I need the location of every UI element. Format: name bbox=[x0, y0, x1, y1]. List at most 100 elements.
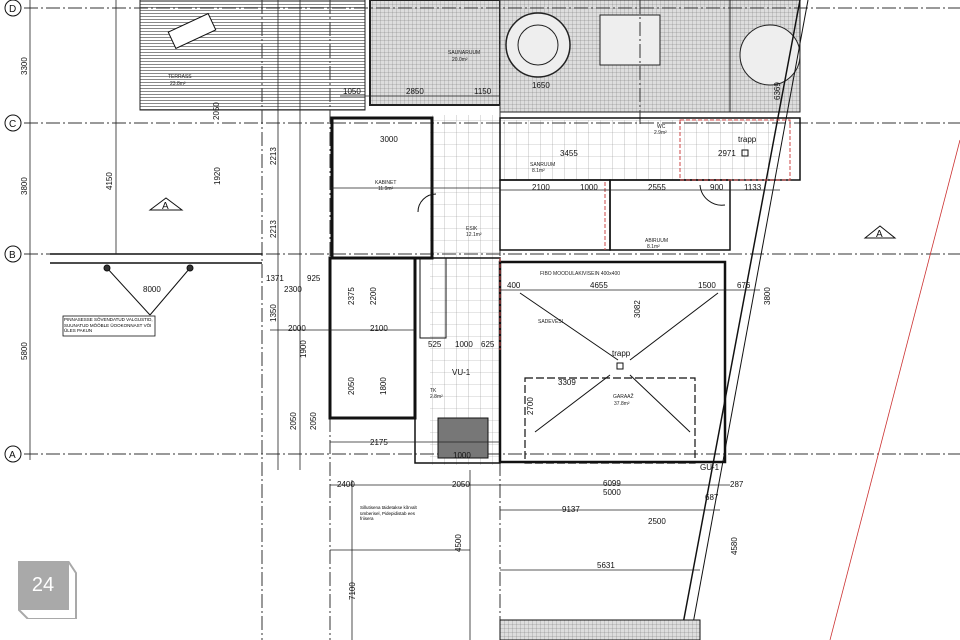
dimension-label: 1371 bbox=[266, 274, 284, 283]
dimension-label: 2200 bbox=[369, 287, 378, 305]
axis-c: C bbox=[9, 119, 16, 130]
stair-room-label: TK bbox=[430, 388, 437, 394]
dimension-label: 676 bbox=[737, 281, 751, 290]
dimension-label: 2555 bbox=[648, 183, 666, 192]
dimension-label: 2213 bbox=[269, 220, 278, 238]
section-marker-right: A bbox=[876, 229, 883, 240]
dimension-label: 3309 bbox=[558, 378, 576, 387]
dimension-label: 2050 bbox=[309, 412, 318, 430]
dimension-label: 687 bbox=[705, 493, 719, 502]
dimension-label: 1000 bbox=[580, 183, 598, 192]
terrace-area: 23.8m² bbox=[170, 81, 186, 87]
office-label: KABINET bbox=[375, 180, 396, 186]
dimension-label: 1500 bbox=[698, 281, 716, 290]
wc-area: 2.9m² bbox=[654, 130, 667, 136]
dimension-label: 6369 bbox=[773, 82, 782, 100]
paving-note: Sillutisena täidetakse kõrvalt ümberisel… bbox=[360, 505, 417, 521]
dimension-label: 4150 bbox=[105, 172, 114, 190]
dimension-label: 287 bbox=[730, 480, 744, 489]
grid-axis-bubbles: D C B A A A bbox=[4, 0, 883, 463]
atrium-label: ABIRUUM bbox=[645, 238, 668, 244]
lighting-note: PINNASESSE SÕVENDATUD VALGUSTID, SUUNATU… bbox=[64, 317, 153, 333]
dimension-label: 1650 bbox=[532, 81, 550, 90]
dimension-label: 1000 bbox=[455, 340, 473, 349]
dimension-label: 2100 bbox=[532, 183, 550, 192]
dimension-lines bbox=[29, 0, 780, 640]
dimension-label: 2050 bbox=[289, 412, 298, 430]
dimension-label: 2175 bbox=[370, 438, 388, 447]
dimension-label: 7100 bbox=[348, 582, 357, 600]
dimension-label: 900 bbox=[710, 183, 724, 192]
bathroom-label: SANRUUM bbox=[530, 162, 555, 168]
dimension-label: 1133 bbox=[744, 183, 762, 192]
page-number-badge: 24 bbox=[18, 561, 78, 619]
drain-label: trapp bbox=[612, 349, 631, 358]
dimension-label: 2700 bbox=[526, 397, 535, 415]
dimension-label: 2100 bbox=[370, 324, 388, 333]
dimension-label: 1900 bbox=[299, 340, 308, 358]
fibo-label: FIBO MOODULAKIVISEIN 400x400 bbox=[540, 271, 620, 277]
terrace-label: TERRASS bbox=[168, 74, 192, 80]
dimension-label: 8000 bbox=[143, 285, 161, 294]
stair-room-area: 2.8m² bbox=[430, 394, 443, 400]
dimension-label: 2400 bbox=[337, 480, 355, 489]
corridor-label: ESIK bbox=[466, 226, 478, 232]
dimension-label: 2050 bbox=[212, 102, 221, 120]
dimension-label: 2050 bbox=[452, 480, 470, 489]
bathroom-area: 8.1m² bbox=[532, 168, 545, 174]
dimension-label: 1050 bbox=[343, 87, 361, 96]
dimension-label: 2000 bbox=[288, 324, 306, 333]
dimension-label: 3800 bbox=[763, 287, 772, 305]
sauna-tiles bbox=[369, 0, 801, 113]
room-labels: TERRASS 23.8m² SAUNARUUM 20.0m² KABINET … bbox=[64, 50, 757, 521]
drain-label-2: trapp bbox=[738, 135, 757, 144]
rainwater-label: SADEVESI bbox=[538, 319, 563, 325]
dimension-label: 2850 bbox=[406, 87, 424, 96]
section-marker-left: A bbox=[162, 201, 169, 212]
dimension-label: 925 bbox=[307, 274, 321, 283]
dimension-label: 4580 bbox=[730, 537, 739, 555]
dimension-label: 1000 bbox=[453, 451, 471, 460]
page-badge-shape bbox=[18, 561, 77, 619]
axis-d: D bbox=[9, 4, 16, 15]
atrium-area: 8.1m² bbox=[647, 244, 660, 250]
dimension-label: 525 bbox=[428, 340, 442, 349]
corridor-area: 12.1m² bbox=[466, 232, 482, 238]
dimension-label: 3300 bbox=[20, 57, 29, 75]
vu1-label: VU-1 bbox=[452, 368, 471, 377]
dimension-label: 1920 bbox=[213, 167, 222, 185]
axis-b: B bbox=[9, 250, 16, 261]
dimension-label: 3455 bbox=[560, 149, 578, 158]
office-area: 11.9m² bbox=[378, 186, 394, 192]
dimension-label: 1150 bbox=[474, 87, 492, 96]
dimension-label: 1800 bbox=[379, 377, 388, 395]
dimension-label: 2213 bbox=[269, 147, 278, 165]
dimension-label: 2050 bbox=[347, 377, 356, 395]
dimension-label: 1350 bbox=[269, 304, 278, 322]
dimension-label: 2500 bbox=[648, 517, 666, 526]
dimension-label: 9137 bbox=[562, 505, 580, 514]
garage-label: GARAAŽ bbox=[613, 392, 634, 400]
dimension-label: 3082 bbox=[633, 300, 642, 318]
axis-a: A bbox=[9, 450, 16, 461]
dimension-label: 5800 bbox=[20, 342, 29, 360]
wc-label: WC bbox=[657, 124, 666, 130]
dimension-label: 2375 bbox=[347, 287, 356, 305]
red-markings bbox=[499, 119, 791, 350]
sauna-label: SAUNARUUM bbox=[448, 50, 480, 56]
tile-floors bbox=[430, 115, 780, 465]
dimension-label: 400 bbox=[507, 281, 521, 290]
page-number: 24 bbox=[18, 561, 68, 609]
dimension-label: 4655 bbox=[590, 281, 608, 290]
dimension-label: 625 bbox=[481, 340, 495, 349]
dimension-label: 5631 bbox=[597, 561, 615, 570]
dimension-label: 2300 bbox=[284, 285, 302, 294]
dimension-label: 4500 bbox=[454, 534, 463, 552]
garage-area: 37.8m² bbox=[614, 401, 630, 407]
sauna-area: 20.0m² bbox=[452, 57, 468, 63]
gu1-label: GU-1 bbox=[700, 463, 720, 472]
dimension-label: 6099 bbox=[603, 479, 621, 488]
terrace-hatch bbox=[139, 0, 366, 111]
